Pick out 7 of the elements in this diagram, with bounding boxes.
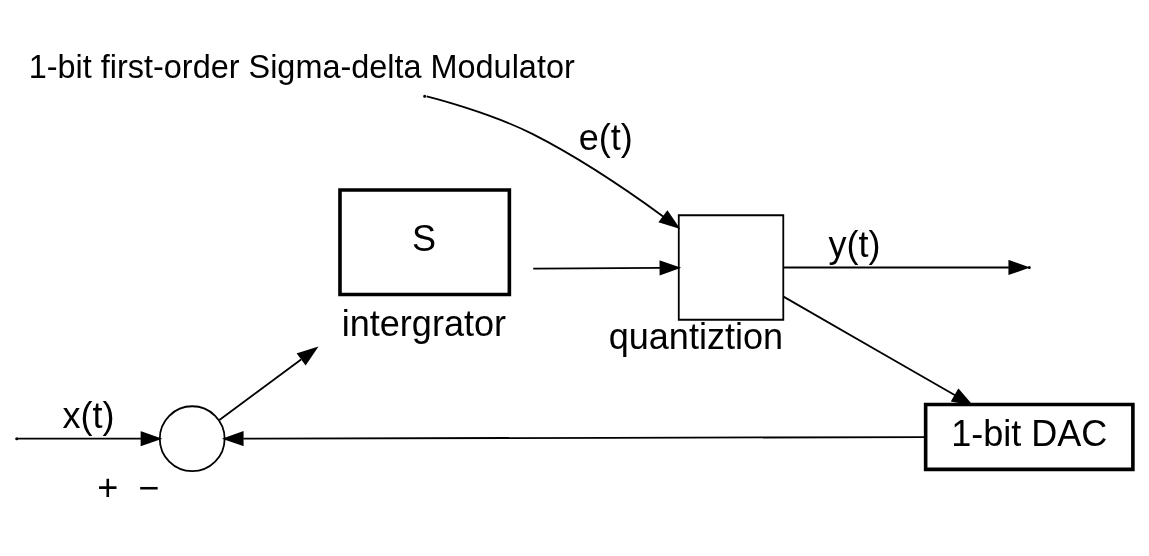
node-label: + − xyxy=(97,466,160,508)
edge-label: x(t) xyxy=(62,394,115,436)
edge-label: y(t) xyxy=(828,223,881,265)
node-label: intergrator xyxy=(341,302,506,344)
diagram-title: 1-bit first-order Sigma-delta Modulator xyxy=(28,49,575,86)
edge-label: e(t) xyxy=(578,117,633,159)
node-label: quantiztion xyxy=(608,315,784,357)
